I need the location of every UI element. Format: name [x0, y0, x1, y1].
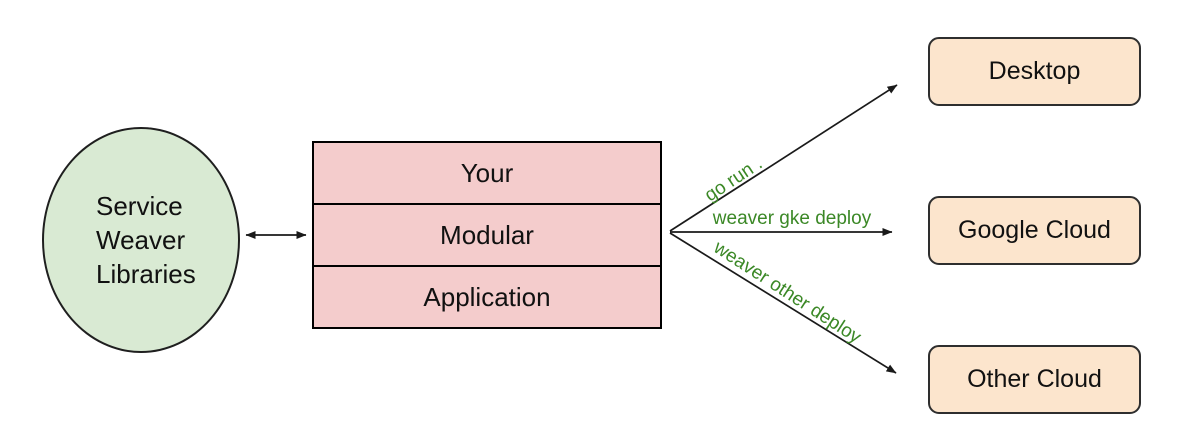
library-label-line-2: Weaver	[96, 225, 186, 255]
app-stack-row-your: Your	[460, 157, 514, 188]
app-stack-row-application: Application	[314, 265, 660, 327]
library-label-line-1: Service	[96, 191, 183, 221]
service-weaver-libraries-node: Service Weaver Libraries	[42, 127, 240, 353]
target-node-desktop: Desktop	[928, 37, 1141, 106]
arrow-to-desktop	[669, 84, 898, 232]
target-node-google-cloud: Google Cloud	[928, 196, 1141, 265]
library-label-line-3: Libraries	[96, 259, 196, 289]
app-stack-row-modular: Modular	[314, 203, 660, 265]
modular-application-stack: Your Modular Application	[312, 141, 662, 329]
edge-label-weaver-gke-deploy: weaver gke deploy	[712, 208, 872, 229]
service-weaver-libraries-label: Service Weaver Libraries	[96, 189, 196, 291]
arrow-to-other-cloud	[669, 232, 897, 374]
target-node-other-cloud: Other Cloud	[928, 345, 1141, 414]
